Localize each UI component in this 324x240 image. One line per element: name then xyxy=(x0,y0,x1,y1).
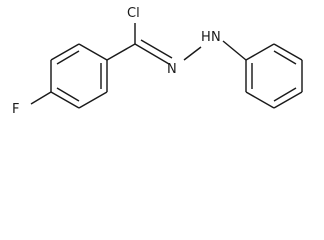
bond xyxy=(50,91,80,109)
bond xyxy=(273,43,303,61)
bond xyxy=(245,43,275,61)
bond-c-n-double xyxy=(134,43,170,65)
bond-n-n xyxy=(183,46,202,61)
bond-ring-to-c xyxy=(106,43,136,61)
bond xyxy=(78,91,108,109)
structure-canvas: F Cl N H N xyxy=(12,6,303,117)
phenyl-ring xyxy=(245,43,303,109)
bond-c-f xyxy=(30,91,52,105)
atom-f: F xyxy=(12,102,19,117)
double-bond-inner xyxy=(56,87,80,102)
atom-n2: N xyxy=(211,30,221,45)
atom-nh-h: H xyxy=(201,30,211,45)
double-bond-inner xyxy=(273,50,297,65)
bond xyxy=(273,91,303,109)
double-bond-inner xyxy=(56,50,80,65)
molecule-structure: F Cl N H N xyxy=(12,6,303,117)
atom-cl: Cl xyxy=(127,6,140,21)
bond xyxy=(50,43,80,61)
bond xyxy=(78,43,108,61)
fluorophenyl-ring xyxy=(50,43,108,109)
bond-n-to-phenyl xyxy=(222,40,247,61)
atom-n1: N xyxy=(167,62,177,77)
double-bond-inner xyxy=(273,87,297,102)
bond-c-n-double-inner xyxy=(140,39,173,59)
bond xyxy=(245,91,275,109)
